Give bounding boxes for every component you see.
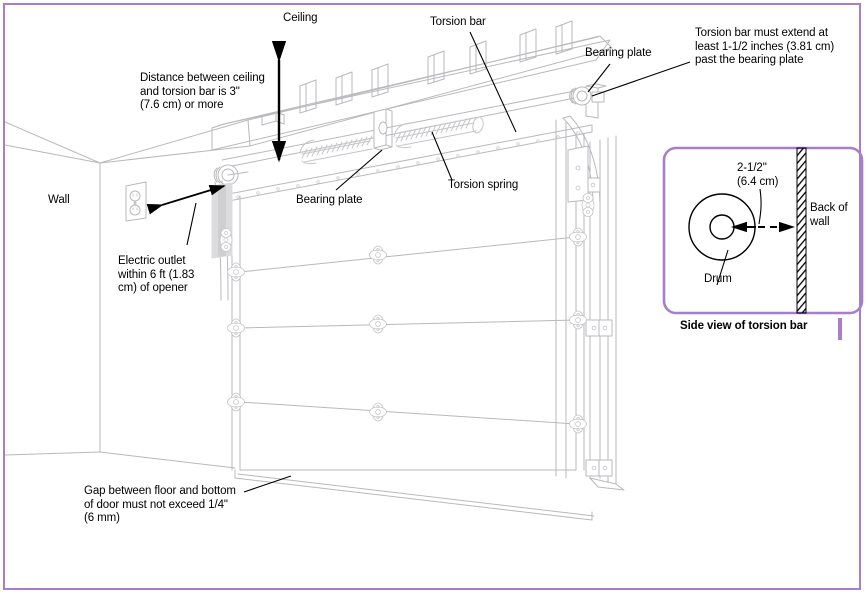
label-torsion-spring: Torsion spring (448, 179, 519, 191)
outlet-distance-arrow (146, 185, 226, 215)
panel-seam-3 (239, 401, 577, 425)
torsion-spring-left (299, 135, 373, 165)
floor-gap-leader (243, 475, 292, 493)
label-ceiling-distance: Distance between ceiling and torsion bar… (140, 72, 265, 111)
left-drum (213, 164, 249, 186)
room-shell (4, 35, 613, 469)
center-bearing-plate (373, 108, 393, 151)
track-rollers (219, 193, 595, 252)
right-bearing-plate (569, 83, 607, 119)
leader-lines (146, 31, 691, 493)
right-vertical-track (555, 119, 625, 491)
label-inset-back-of-wall: Back of wall (810, 202, 848, 228)
inset-caption: Side view of torsion bar (680, 320, 808, 332)
torsion-spring-right (393, 116, 484, 149)
label-torsion-bar-extend: Torsion bar must extend at least 1-1/2 i… (695, 27, 835, 66)
label-floor-gap: Gap between floor and bottom of door mus… (84, 485, 236, 524)
label-bearing-plate-right: Bearing plate (585, 47, 652, 59)
inset-side-view (662, 146, 864, 340)
label-inset-dimension: 2-1/2" (6.4 cm) (737, 162, 779, 188)
label-torsion-bar: Torsion bar (430, 16, 486, 28)
label-ceiling: Ceiling (283, 12, 318, 24)
panel-seam-1 (239, 236, 577, 273)
label-bearing-plate-center: Bearing plate (296, 194, 363, 206)
outlet-label-leader (186, 202, 197, 246)
inset-border (662, 146, 864, 315)
electric-outlet (125, 181, 147, 222)
drum-inner (709, 214, 735, 240)
floor-line (234, 469, 595, 521)
door-panel-face (231, 133, 585, 471)
label-inset-drum: Drum (704, 273, 732, 285)
perforated-angle-rail (217, 124, 593, 204)
wall-hatch (796, 147, 807, 314)
torsion-bar-leader (469, 31, 517, 133)
panel-seam-2 (239, 319, 577, 329)
ceiling-joists (261, 20, 573, 126)
label-wall: Wall (48, 194, 70, 206)
caption-tick (838, 318, 842, 340)
door-hinges (227, 227, 587, 434)
label-electric-outlet: Electric outlet within 6 ft (1.83 cm) of… (118, 255, 195, 294)
header-beam (211, 36, 611, 151)
